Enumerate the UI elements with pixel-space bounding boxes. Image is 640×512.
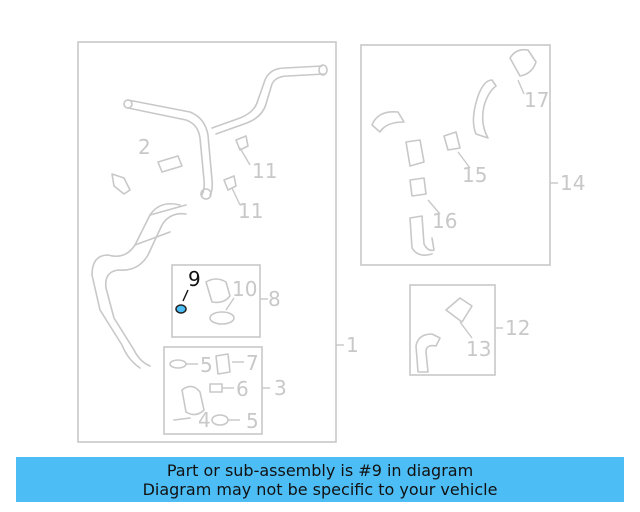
connector-13 <box>445 297 473 323</box>
banner-line-part: Part or sub-assembly is #9 in diagram <box>166 461 474 480</box>
assembly-box-3 <box>163 346 263 435</box>
coolant-hose-upper-right <box>211 65 325 135</box>
info-banner: Part or sub-assembly is #9 in diagram Di… <box>16 457 624 502</box>
callout-10: 10 <box>232 277 257 301</box>
fitting-7 <box>215 353 231 375</box>
housing-8 <box>205 278 231 304</box>
connector-17 <box>509 48 537 77</box>
callout-2: 2 <box>138 135 151 159</box>
callout-4: 4 <box>198 408 211 432</box>
o-ring-5-a <box>169 359 187 369</box>
hose-13 <box>415 333 441 373</box>
callout-5-bottom: 5 <box>246 409 259 433</box>
flange-6 <box>209 383 223 393</box>
o-ring-5-b <box>211 414 229 426</box>
assembly-box-1 <box>77 41 337 443</box>
assembly-box-8 <box>171 264 261 338</box>
bolt-11-b <box>223 175 237 191</box>
banner-line-disclaimer: Diagram may not be specific to your vehi… <box>142 480 498 499</box>
callout-12: 12 <box>505 316 530 340</box>
fitting-2 <box>111 155 183 195</box>
housing-3 <box>181 385 205 416</box>
assembly-box-12 <box>409 284 496 376</box>
hose-elbow-14 <box>371 110 405 133</box>
hose-16 <box>409 215 435 256</box>
parts-diagram: 1 2 3 4 5 5 6 7 8 9 10 11 11 12 13 14 15… <box>77 41 585 443</box>
callout-14: 14 <box>560 171 585 195</box>
callout-11-bottom: 11 <box>238 199 263 223</box>
bolt-11-a <box>235 135 249 151</box>
callout-13: 13 <box>466 337 491 361</box>
callout-9: 9 <box>188 267 201 291</box>
assembly-box-14 <box>360 44 551 266</box>
connector-16 <box>405 139 427 197</box>
callout-11-top: 11 <box>252 159 277 183</box>
callout-17: 17 <box>524 88 549 112</box>
callout-7: 7 <box>246 351 259 375</box>
callout-6: 6 <box>236 377 249 401</box>
callout-3: 3 <box>274 376 287 400</box>
fitting-15 <box>443 131 461 151</box>
callout-15: 15 <box>462 163 487 187</box>
callout-16: 16 <box>432 209 457 233</box>
callout-5-top: 5 <box>200 353 213 377</box>
clamp-10 <box>209 311 235 325</box>
callout-8: 8 <box>268 287 281 311</box>
o-ring-9-highlighted <box>175 304 187 314</box>
hose-17 <box>472 79 497 139</box>
callout-1: 1 <box>346 333 359 357</box>
coolant-hose-lower <box>91 202 187 369</box>
